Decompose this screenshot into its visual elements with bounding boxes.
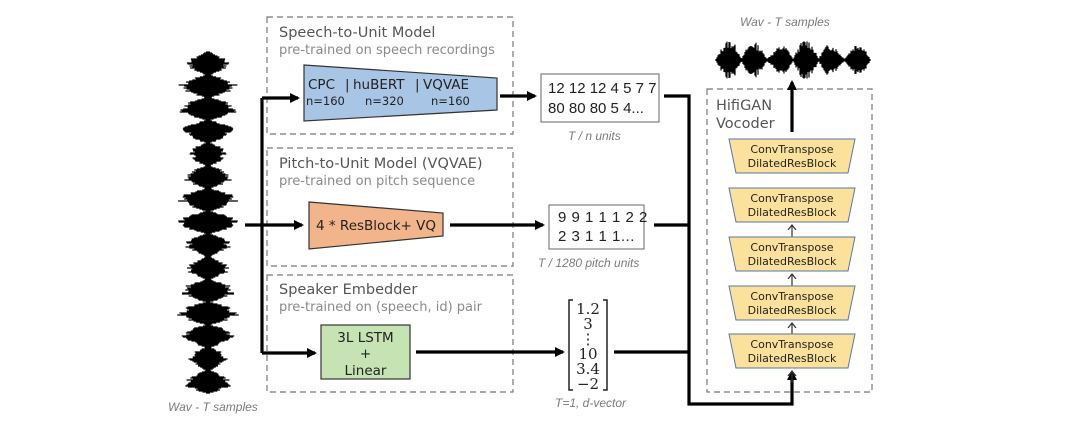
pitch-to-unit-group bbox=[266, 147, 514, 267]
pitch-encoder-label: 4 * ResBlock+ VQ bbox=[316, 218, 436, 234]
speech-option-cpc: CPC bbox=[308, 77, 335, 93]
speech-to-unit-group bbox=[266, 16, 514, 135]
speech-encoder-shape bbox=[303, 64, 498, 122]
vector-value: 1.2 bbox=[576, 300, 600, 318]
vocoder-block-line2: DilatedResBlock bbox=[748, 206, 837, 219]
vocoder-block-shape bbox=[728, 285, 856, 321]
speech-option-sep1: | bbox=[345, 77, 350, 93]
speaker-model-box bbox=[320, 324, 411, 380]
speech-option-sep2: | bbox=[415, 77, 420, 93]
vector-value: ⋮ bbox=[581, 330, 596, 348]
pitch-to-unit-subtitle: pre-trained on pitch sequence bbox=[279, 174, 475, 189]
speech-units-line1: 12 12 12 4 5 7 7 bbox=[548, 80, 656, 97]
pitch-to-unit-title: Pitch-to-Unit Model (VQVAE) bbox=[279, 156, 483, 172]
speech-option-hubert-n: n=320 bbox=[365, 94, 404, 108]
pitch-units-line1: 9 9 1 1 1 2 2 bbox=[558, 209, 648, 226]
speaker-embedder-subtitle: pre-trained on (speech, id) pair bbox=[279, 300, 483, 315]
speech-option-cpc-n: n=160 bbox=[306, 94, 345, 108]
vocoder-title-line2: Vocoder bbox=[716, 116, 775, 132]
speaker-model-line2: + bbox=[360, 346, 371, 362]
vector-value: 10 bbox=[578, 345, 597, 363]
vocoder-block-line2: DilatedResBlock bbox=[748, 352, 837, 365]
speaker-embedder-group bbox=[266, 274, 514, 393]
vocoder-block-shape bbox=[728, 333, 856, 369]
vector-value: 3.4 bbox=[576, 360, 600, 378]
vector-left-bracket bbox=[568, 299, 573, 391]
vector-value: −2 bbox=[577, 375, 599, 393]
pitch-units-line2: 2 3 1 1 1... bbox=[558, 228, 635, 245]
pitch-units-caption: T / 1280 pitch units bbox=[538, 256, 639, 270]
vocoder-block-line1: ConvTranspose bbox=[750, 143, 833, 156]
speech-option-vqvae: VQVAE bbox=[423, 77, 469, 93]
speech-units-caption: T / n units bbox=[568, 129, 621, 143]
vocoder-block-line2: DilatedResBlock bbox=[748, 255, 837, 268]
pitch-units-box bbox=[548, 204, 645, 250]
vector-value: 3 bbox=[583, 315, 593, 333]
merge-line-to-vocoder bbox=[664, 94, 797, 406]
speaker-embedder-title: Speaker Embedder bbox=[279, 282, 417, 298]
input-caption: Wav - T samples bbox=[168, 400, 258, 414]
vocoder-block-shape bbox=[728, 138, 856, 174]
input-waveform-icon bbox=[177, 51, 239, 394]
encoder-output-arrows bbox=[416, 91, 565, 357]
speech-units-box bbox=[540, 73, 660, 123]
vocoder-block-line1: ConvTranspose bbox=[750, 290, 833, 303]
output-caption: Wav - T samples bbox=[740, 15, 830, 29]
speaker-model-line3: Linear bbox=[345, 363, 387, 379]
speech-units-line2: 80 80 80 5 4... bbox=[548, 100, 644, 117]
vocoder-block-line1: ConvTranspose bbox=[750, 192, 833, 205]
vocoder-block-line2: DilatedResBlock bbox=[748, 304, 837, 317]
vocoder-title-line1: HifiGAN bbox=[716, 98, 772, 114]
speaker-model-line1: 3L LSTM bbox=[337, 330, 393, 346]
vector-right-bracket bbox=[603, 299, 608, 391]
speech-option-vqvae-n: n=160 bbox=[431, 94, 470, 108]
input-connectors bbox=[245, 93, 317, 358]
speech-to-unit-subtitle: pre-trained on speech recordings bbox=[279, 43, 495, 58]
speech-to-unit-title: Speech-to-Unit Model bbox=[279, 25, 435, 41]
merge-connectors bbox=[614, 94, 797, 406]
d-vector-caption: T=1, d-vector bbox=[555, 396, 627, 410]
vocoder-block-stack: ConvTransposeDilatedResBlockConvTranspos… bbox=[728, 138, 856, 383]
output-waveform-shape bbox=[715, 41, 871, 79]
vocoder-block-shape bbox=[728, 236, 856, 272]
vocoder-block-line1: ConvTranspose bbox=[750, 241, 833, 254]
input-waveform-shape bbox=[177, 51, 239, 394]
speech-option-hubert: huBERT bbox=[353, 77, 405, 93]
output-waveform-icon bbox=[715, 41, 871, 79]
d-vector: 1.2 3 ⋮ 10 3.4 −2 bbox=[568, 299, 608, 393]
pitch-encoder-shape bbox=[308, 201, 444, 250]
vocoder-block-line2: DilatedResBlock bbox=[748, 157, 837, 170]
vocoder-block-line1: ConvTranspose bbox=[750, 338, 833, 351]
vocoder-block-shape bbox=[728, 187, 856, 223]
